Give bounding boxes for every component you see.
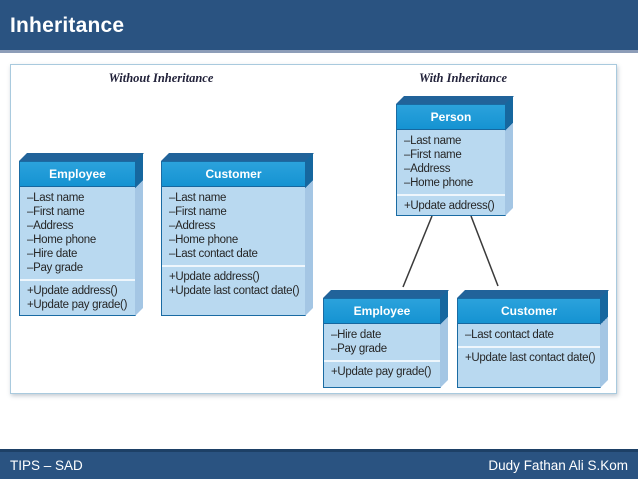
- member-row: –Last contact date: [465, 329, 554, 341]
- footer-bar: TIPS – SAD Dudy Fathan Ali S.Kom: [0, 449, 638, 479]
- member-row: –Pay grade: [27, 262, 83, 274]
- class-attributes: –Last name –First name –Address –Home phone…: [20, 187, 135, 279]
- member-row: –First name: [404, 149, 462, 161]
- class-name: Customer: [458, 299, 600, 324]
- member-row: +Update last contact date(): [169, 285, 300, 297]
- section-label-with-inheritance: With Inheritance: [418, 71, 508, 85]
- box-3d-top-face: [19, 153, 144, 161]
- member-row: –First name: [27, 206, 85, 218]
- footer-right-text: Dudy Fathan Ali S.Kom: [488, 458, 628, 473]
- member-row: –Hire date: [331, 329, 382, 341]
- box-3d-right-face: [600, 290, 608, 388]
- class-operations: +Update last contact date(): [458, 346, 600, 387]
- class-attributes: –Hire date –Pay grade: [324, 324, 440, 360]
- member-row: –Address: [169, 220, 216, 232]
- member-row: –Pay grade: [331, 343, 387, 355]
- class-box-person: Person –Last name –First name –Address –Hom…: [396, 96, 514, 216]
- title-bar: Inheritance: [0, 0, 638, 53]
- member-row: +Update address(): [27, 285, 118, 297]
- member-row: –Last contact date: [169, 248, 258, 260]
- class-name: Employee: [324, 299, 440, 324]
- member-row: +Update pay grade(): [27, 299, 128, 311]
- class-name: Customer: [162, 162, 305, 187]
- class-box-customer-without: Customer –Last name –First name –Address –H…: [161, 153, 314, 316]
- section-label-without-inheritance: Without Inheritance: [108, 71, 214, 85]
- class-operations: +Update address() +Update last contact da…: [162, 265, 305, 315]
- class-attributes: –Last name –First name –Address –Home phone…: [162, 187, 305, 265]
- member-row: –Last name: [169, 192, 227, 204]
- member-row: –Home phone: [404, 177, 473, 189]
- inheritance-line-person-employee: [402, 215, 433, 288]
- member-row: –Home phone: [27, 234, 96, 246]
- member-row: –Home phone: [169, 234, 238, 246]
- page-title: Inheritance: [10, 14, 125, 37]
- box-3d-top-face: [323, 290, 449, 298]
- footer-left-text: TIPS – SAD: [10, 458, 83, 473]
- member-row: –Last name: [404, 135, 462, 147]
- class-box-employee-without: Employee –Last name –First name –Address –H…: [19, 153, 144, 316]
- member-row: +Update address(): [169, 271, 260, 283]
- class-attributes: –Last name –First name –Address –Home phone: [397, 130, 505, 194]
- member-row: +Update last contact date(): [465, 352, 596, 364]
- member-row: +Update address(): [404, 200, 495, 212]
- class-name: Employee: [20, 162, 135, 187]
- member-row: –Address: [27, 220, 74, 232]
- class-operations: +Update address(): [397, 194, 505, 215]
- box-3d-top-face: [396, 96, 514, 104]
- class-box-customer-with: Customer –Last contact date +Update last…: [457, 290, 609, 388]
- inheritance-connectors: [402, 215, 499, 288]
- class-operations: +Update address() +Update pay grade(): [20, 279, 135, 315]
- class-attributes: –Last contact date: [458, 324, 600, 346]
- box-3d-right-face: [305, 153, 313, 316]
- class-box-employee-with: Employee –Hire date –Pay grade +Update pa…: [323, 290, 449, 388]
- member-row: –Last name: [27, 192, 85, 204]
- box-3d-right-face: [505, 96, 513, 216]
- diagram-panel: Without Inheritance With Inheritance Emp…: [10, 64, 617, 394]
- class-operations: +Update pay grade(): [324, 360, 440, 387]
- box-3d-top-face: [457, 290, 609, 298]
- class-name: Person: [397, 105, 505, 130]
- member-row: –First name: [169, 206, 227, 218]
- box-3d-right-face: [135, 153, 143, 316]
- box-3d-right-face: [440, 290, 448, 388]
- member-row: –Address: [404, 163, 451, 175]
- box-3d-top-face: [161, 153, 314, 161]
- member-row: –Hire date: [27, 248, 78, 260]
- inheritance-line-person-customer: [470, 215, 499, 287]
- member-row: +Update pay grade(): [331, 366, 432, 378]
